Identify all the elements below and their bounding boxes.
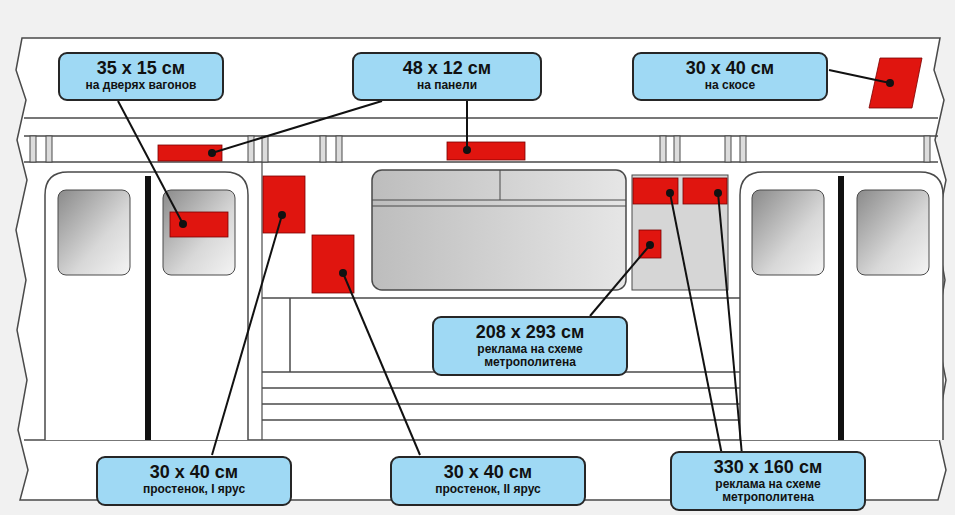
rack-line <box>24 135 938 137</box>
place-label: простенок, II ярус <box>403 483 573 496</box>
size-label: 30 x 40 см <box>106 462 282 483</box>
size-label: 48 x 12 см <box>362 58 532 79</box>
size-label: 30 x 40 см <box>400 462 576 483</box>
callout-box: 208 x 293 смреклама на схеме метрополите… <box>432 316 628 376</box>
size-label: 35 x 15 см <box>68 58 214 79</box>
callout-box: 48 x 12 смна панели <box>352 52 542 101</box>
callout-box: 330 x 160 смреклама на схеме метрополите… <box>670 451 866 511</box>
place-label: реклама на схеме метрополитена <box>465 343 595 369</box>
place-label: на дверях вагонов <box>68 79 214 92</box>
callout-box: 30 x 40 смпростенок, I ярус <box>96 456 292 506</box>
callout-box: 30 x 40 смна скосе <box>632 52 828 101</box>
map-panel <box>632 175 728 290</box>
rack-posts <box>30 136 930 162</box>
place-label: на панели <box>362 79 532 92</box>
size-label: 330 x 160 см <box>680 457 856 478</box>
middle-window <box>372 170 626 290</box>
right-door <box>740 172 943 440</box>
place-label: на скосе <box>645 79 815 92</box>
leader-dots <box>179 79 894 277</box>
size-label: 208 x 293 см <box>442 322 618 343</box>
ceiling-line <box>24 117 938 119</box>
leader-lines <box>118 70 890 455</box>
left-door <box>45 172 248 440</box>
bench <box>262 298 740 420</box>
rack-line <box>24 161 938 163</box>
place-label: реклама на схеме метрополитена <box>703 478 833 504</box>
callout-box: 35 x 15 смна дверях вагонов <box>58 52 224 101</box>
callout-box: 30 x 40 смпростенок, II ярус <box>390 456 586 506</box>
place-label: простенок, I ярус <box>109 483 279 496</box>
size-label: 30 x 40 см <box>642 58 818 79</box>
car-body <box>16 38 946 500</box>
wall-line <box>261 162 262 440</box>
